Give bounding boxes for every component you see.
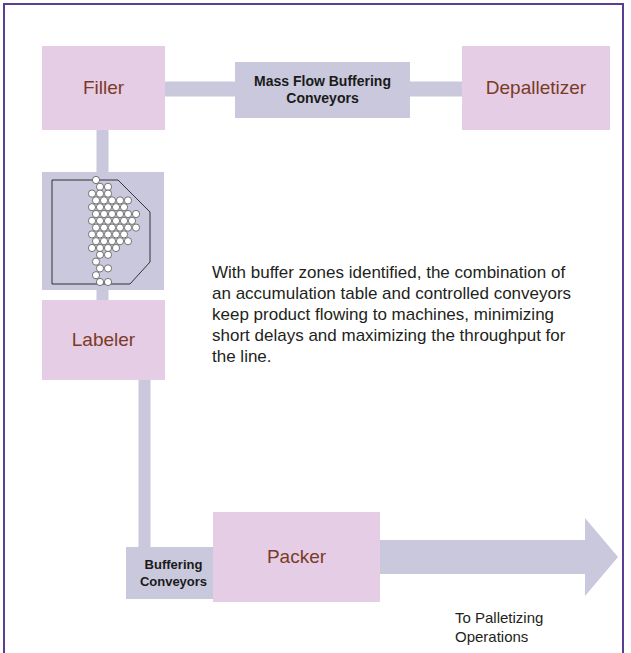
bottle-mark	[132, 224, 139, 231]
bottle-mark	[96, 183, 103, 190]
bottle-mark	[96, 278, 103, 285]
bottle-mark	[108, 210, 115, 217]
bottle-mark	[88, 244, 95, 251]
machine-label: Filler	[83, 77, 124, 99]
bottle-mark	[96, 217, 103, 224]
conveyor-band	[144, 380, 145, 547]
bottle-mark	[92, 176, 99, 183]
table-outline	[52, 180, 150, 284]
machine-label: Packer	[267, 546, 326, 568]
machine-box: Packer	[213, 512, 380, 602]
conveyor-box: Mass Flow Buffering Conveyors	[235, 62, 410, 118]
machine-box: Filler	[42, 46, 165, 130]
bottle-mark	[108, 238, 115, 245]
table-ground	[42, 172, 164, 290]
bottle-mark	[108, 197, 115, 204]
machine-box: Labeler	[42, 300, 165, 380]
description-note: With buffer zones identified, the combin…	[212, 262, 572, 367]
bottle-mark	[116, 224, 123, 231]
bottle-mark	[88, 190, 95, 197]
bottle-mark	[96, 265, 103, 272]
bottle-mark	[100, 224, 107, 231]
bottle-mark	[112, 204, 119, 211]
bottle-mark	[116, 210, 123, 217]
machine-label: Depalletizer	[486, 77, 586, 99]
bottle-group	[88, 176, 139, 285]
conveyor-label: Buffering Conveyors	[126, 556, 221, 590]
bottle-mark	[112, 217, 119, 224]
bottle-mark	[112, 231, 119, 238]
outfeed-label: To Palletizing Operations	[455, 608, 615, 646]
bottle-mark	[104, 244, 111, 251]
bottle-mark	[120, 204, 127, 211]
conveyor-label: Mass Flow Buffering Conveyors	[235, 73, 410, 107]
bottle-mark	[88, 231, 95, 238]
bottle-mark	[100, 210, 107, 217]
bottle-mark	[104, 217, 111, 224]
bottle-mark	[96, 204, 103, 211]
bottle-mark	[96, 231, 103, 238]
bottle-mark	[104, 204, 111, 211]
bottle-mark	[96, 244, 103, 251]
outfeed-arrow	[380, 518, 618, 596]
bottle-mark	[96, 190, 103, 197]
bottle-mark	[104, 251, 111, 258]
bottle-mark	[96, 251, 103, 258]
bottle-mark	[128, 217, 135, 224]
bottle-mark	[120, 217, 127, 224]
bottle-mark	[104, 231, 111, 238]
bottle-mark	[104, 265, 111, 272]
bottle-mark	[104, 190, 111, 197]
bottle-mark	[92, 238, 99, 245]
bottle-mark	[92, 224, 99, 231]
bottle-mark	[88, 204, 95, 211]
bottle-mark	[92, 272, 99, 279]
bottle-mark	[120, 231, 127, 238]
bottle-mark	[112, 244, 119, 251]
bottle-mark	[124, 238, 131, 245]
bottle-mark	[124, 210, 131, 217]
conveyor-band	[410, 89, 462, 90]
bottle-mark	[100, 238, 107, 245]
bottle-mark	[108, 224, 115, 231]
bottle-mark	[132, 210, 139, 217]
machine-label: Labeler	[72, 329, 135, 351]
bottle-mark	[100, 197, 107, 204]
bottle-mark	[92, 210, 99, 217]
bottle-mark	[92, 258, 99, 265]
bottle-mark	[88, 217, 95, 224]
conveyor-band	[165, 89, 235, 90]
bottle-mark	[116, 238, 123, 245]
conveyor-box: Buffering Conveyors	[126, 547, 221, 599]
bottle-mark	[116, 197, 123, 204]
bottle-mark	[92, 197, 99, 204]
bottle-mark	[104, 183, 111, 190]
bottle-mark	[104, 278, 111, 285]
bottle-mark	[124, 197, 131, 204]
machine-box: Depalletizer	[462, 46, 610, 130]
bottle-mark	[124, 224, 131, 231]
